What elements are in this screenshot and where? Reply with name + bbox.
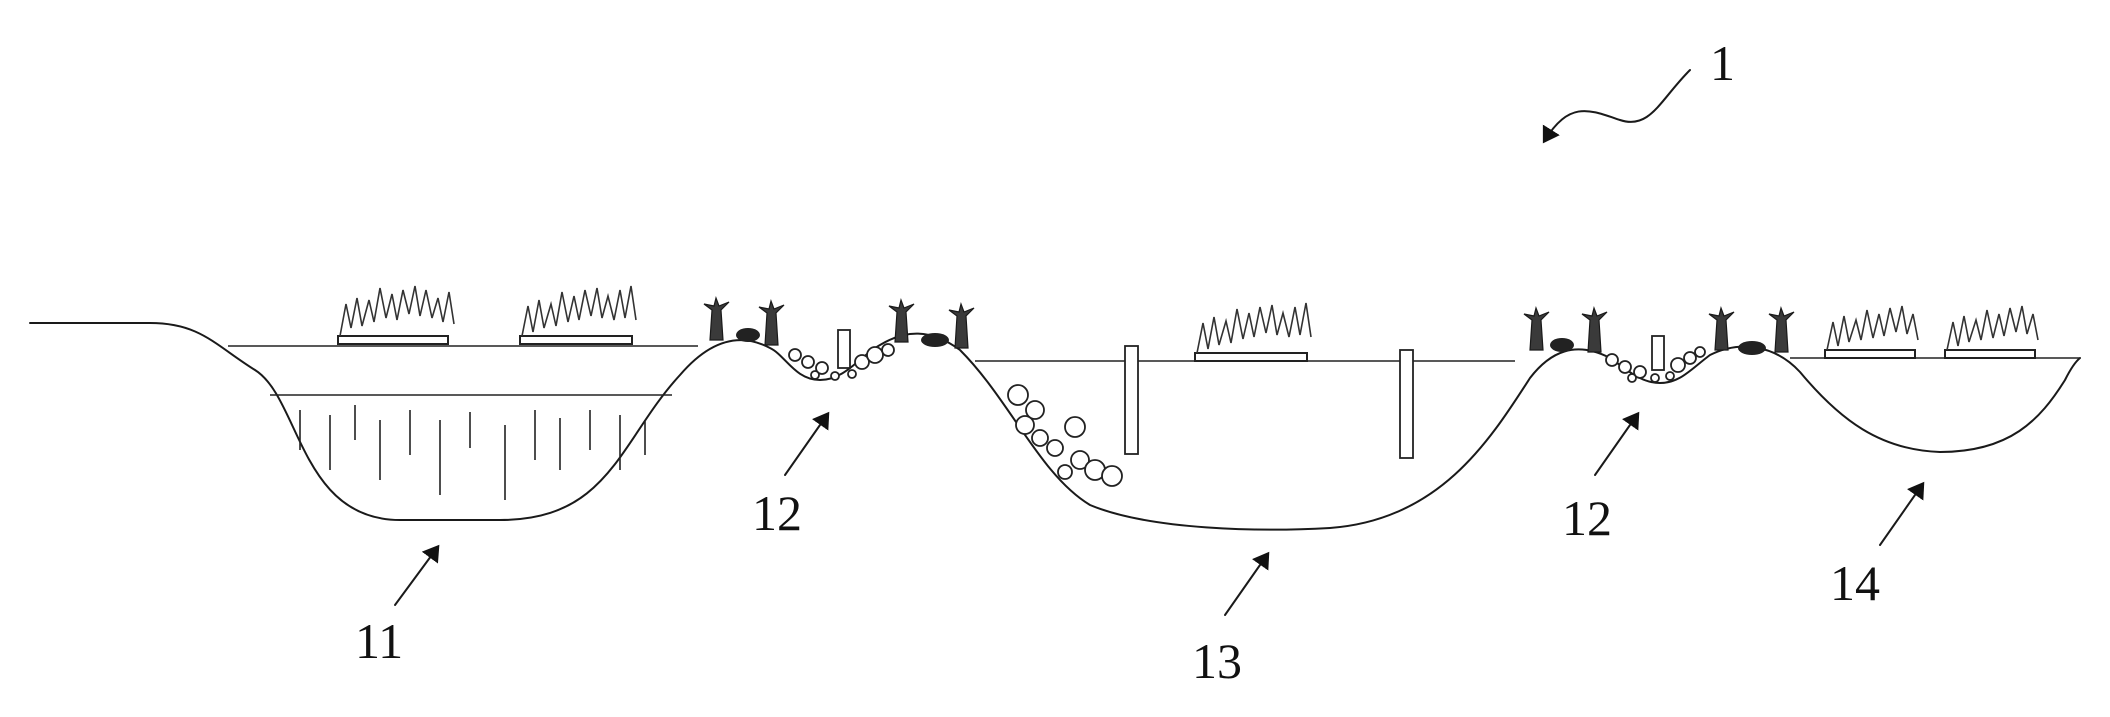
label-system: 1 <box>1710 35 1735 91</box>
label-12-right: 12 <box>1562 490 1612 546</box>
reference-arrow-system <box>1542 69 1691 144</box>
arrow-12-right <box>1594 411 1640 476</box>
arrow-11 <box>394 544 440 606</box>
trench-left-fill <box>788 329 895 381</box>
label-14: 14 <box>1830 555 1880 611</box>
bank-vegetation-left <box>703 295 975 349</box>
trench-right-fill <box>1605 335 1706 383</box>
reed-hatching <box>299 405 646 500</box>
arrow-14 <box>1879 481 1925 546</box>
basin-b-stones <box>1007 384 1123 487</box>
floating-island-4 <box>1824 305 1919 359</box>
ground-profile <box>29 322 2081 531</box>
post-basin-b-2 <box>1399 349 1414 459</box>
floating-island-3 <box>1194 302 1312 362</box>
floating-island-2 <box>519 285 637 345</box>
floating-island-5 <box>1944 305 2039 359</box>
label-12-left: 12 <box>752 485 802 541</box>
arrow-13 <box>1224 551 1270 616</box>
bank-vegetation-right <box>1523 305 1795 355</box>
label-13: 13 <box>1192 633 1242 689</box>
arrow-12-left <box>784 411 830 476</box>
label-11: 11 <box>355 613 403 669</box>
post-basin-b-1 <box>1124 345 1139 455</box>
floating-island-1 <box>337 285 455 345</box>
